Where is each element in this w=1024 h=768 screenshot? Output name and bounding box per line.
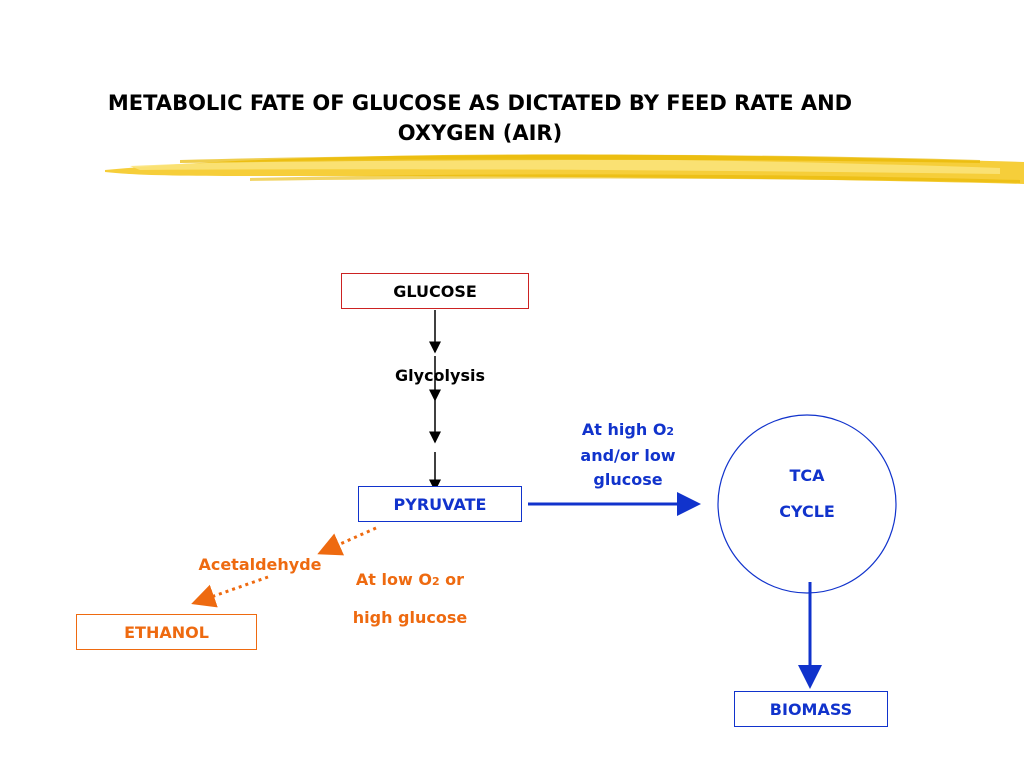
high-o2-condition-label: At high O2 and/or low glucose — [548, 418, 708, 492]
low-o2-line1: At low O2 or — [355, 570, 465, 589]
high-o2-subscript: 2 — [666, 425, 675, 438]
ethanol-label: ETHANOL — [124, 622, 209, 642]
high-o2-line1: At high O2 — [581, 420, 675, 439]
acetaldehyde-label: Acetaldehyde — [198, 555, 322, 574]
glycolysis-label: Glycolysis — [395, 366, 485, 385]
pyruvate-to-acetaldehyde-arrow — [317, 526, 377, 556]
slide-title: METABOLIC FATE OF GLUCOSE AS DICTATED BY… — [40, 88, 920, 148]
slide-title-line1: METABOLIC FATE OF GLUCOSE AS DICTATED BY… — [107, 91, 853, 115]
ethanol-node: ETHANOL — [76, 614, 257, 650]
pyruvate-label: PYRUVATE — [393, 494, 487, 514]
glucose-label: GLUCOSE — [393, 281, 477, 301]
slide-title-line2: OXYGEN (AIR) — [397, 121, 563, 145]
tca-cycle-circle — [717, 414, 897, 594]
tca-cycle-label: TCA CYCLE — [757, 458, 857, 530]
low-o2-subscript: 2 — [431, 575, 440, 588]
biomass-label: BIOMASS — [769, 699, 853, 719]
tca-label-line1: TCA — [789, 466, 825, 485]
tca-label-line2: CYCLE — [779, 502, 835, 521]
glucose-node: GLUCOSE — [341, 273, 529, 309]
yellow-brush-stroke — [105, 154, 1024, 184]
acetaldehyde-to-ethanol-arrow — [191, 575, 269, 608]
low-o2-line2: high glucose — [352, 608, 468, 627]
high-o2-line3: glucose — [593, 470, 663, 489]
high-o2-line2: and/or low — [580, 446, 676, 465]
low-o2-condition-label: At low O2 or high glucose — [330, 562, 490, 636]
biomass-node: BIOMASS — [734, 691, 888, 727]
pyruvate-node: PYRUVATE — [358, 486, 522, 522]
